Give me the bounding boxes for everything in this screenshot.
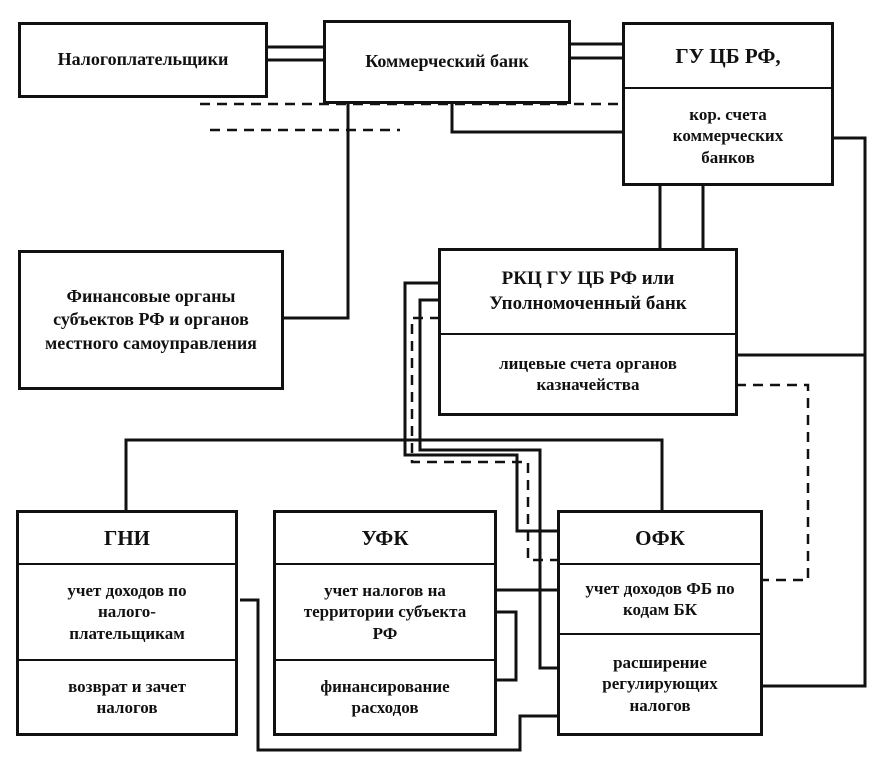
- ufk-tax-accounting: учет налогов на территории субъекта РФ: [276, 563, 494, 659]
- taxpayers-label: Налогоплательщики: [57, 49, 229, 70]
- dash-rkc-loop: [410, 316, 560, 562]
- ofk-regulating-taxes: расширение регулирующих налогов: [560, 633, 760, 733]
- gni-tax-refund: возврат и зачет налогов: [19, 659, 235, 733]
- link-rkc-loop-inner: [418, 298, 560, 670]
- gni-box: ГНИ учет доходов по налого-плательщикам …: [16, 510, 238, 736]
- cb-box: ГУ ЦБ РФ, кор. счета коммерческих банков: [622, 22, 834, 186]
- cb-accounts: кор. счета коммерческих банков: [625, 87, 831, 183]
- commercial-bank-box: Коммерческий банк: [323, 20, 571, 104]
- finance-bodies-box: Финансовые органы субъектов РФ и органов…: [18, 250, 284, 390]
- link-bank-cb-accounts: [450, 102, 625, 134]
- ofk-box: ОФК учет доходов ФБ по кодам БК расширен…: [557, 510, 763, 736]
- link-gni-ofk: [124, 438, 664, 512]
- gni-title: ГНИ: [103, 525, 151, 550]
- rkc-accounts: лицевые счета органов казначейства: [441, 333, 735, 413]
- link-cb-ofk: [760, 136, 867, 688]
- taxpayers-box: Налогоплательщики: [18, 22, 268, 98]
- ufk-expense-financing: финансирование расходов: [276, 659, 494, 733]
- gni-income-accounting: учет доходов по налого-плательщикам: [19, 563, 235, 659]
- ofk-income-accounting: учет доходов ФБ по кодам БК: [560, 563, 760, 633]
- link-rkc-loop-outer: [403, 281, 560, 533]
- ufk-box: УФК учет налогов на территории субъекта …: [273, 510, 497, 736]
- dash-rkc-ofk: [736, 383, 810, 582]
- link-ufk-bracket: [494, 610, 518, 682]
- rkc-title: РКЦ ГУ ЦБ РФ или Уполномоченный банк: [489, 268, 687, 314]
- ofk-title: ОФК: [635, 525, 685, 550]
- link-gni-ofk-bottom: [240, 598, 560, 752]
- ufk-title: УФК: [361, 525, 409, 550]
- commercial-bank-label: Коммерческий банк: [365, 51, 529, 72]
- link-bank-finance: [282, 102, 350, 320]
- finance-bodies-label: Финансовые органы субъектов РФ и органов…: [45, 285, 257, 353]
- rkc-box: РКЦ ГУ ЦБ РФ или Уполномоченный банк лиц…: [438, 248, 738, 416]
- cb-title: ГУ ЦБ РФ,: [675, 43, 781, 68]
